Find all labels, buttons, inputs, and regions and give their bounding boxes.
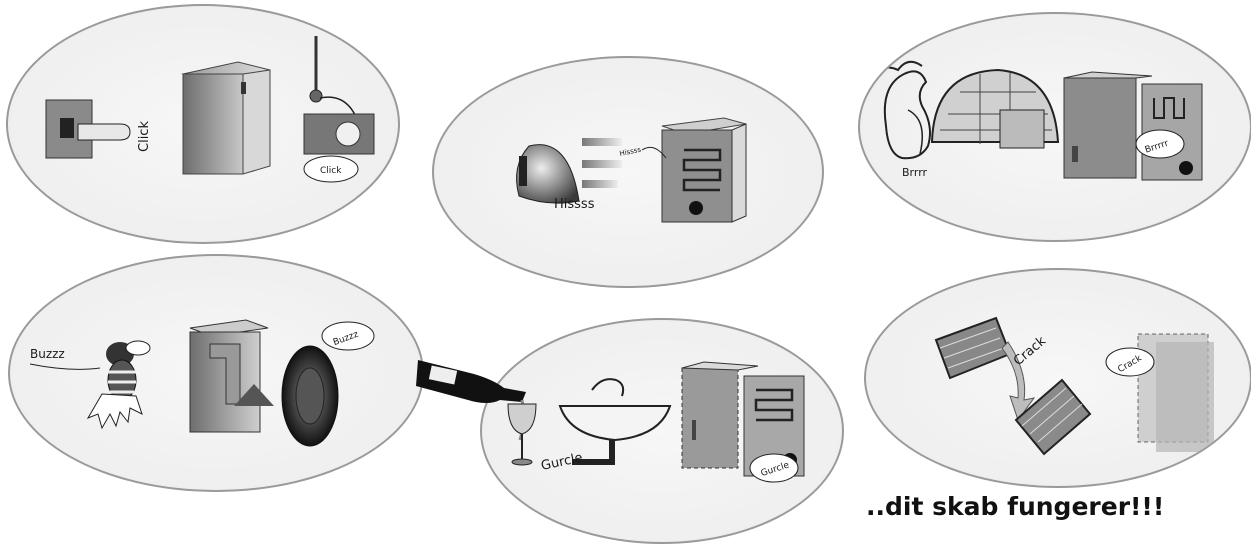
cabinet-icon — [189, 319, 274, 433]
steam-icon — [582, 138, 622, 188]
panel-brrrr: Brrrr Brrrrr — [858, 12, 1251, 242]
wheel-icon — [281, 345, 339, 447]
speech-bubble: Click — [303, 155, 359, 183]
panel-crack: Crack Crack — [864, 268, 1251, 488]
speech-bubble: Crack — [1105, 347, 1155, 377]
switch-icon — [45, 99, 131, 159]
sound-label-2: Hissss — [619, 146, 642, 158]
speech-bubble: Buzzz — [321, 321, 375, 351]
sound-label-1: Crack — [1011, 333, 1049, 369]
cabinet-icon — [181, 61, 271, 175]
panel-hiss: Hissss Hissss — [432, 56, 824, 288]
iron-icon — [516, 144, 580, 204]
heater-cabinet-icon — [661, 117, 747, 223]
panel-click: Click Click — [6, 4, 400, 244]
panel-buzzz: Buzzz Buzzz — [8, 254, 424, 492]
panel-gurcle: Gurcle Gurcle — [480, 318, 844, 544]
panel-brrrr-art: Brrrr Brrrrr — [867, 60, 1203, 181]
sound-label-2: Click — [320, 166, 342, 176]
caption: ..dit skab fungerer!!! — [866, 492, 1165, 521]
speech-bubble: Brrrrr — [1135, 129, 1185, 159]
sound-label-1: Buzzz — [30, 347, 65, 361]
thermostat-icon — [303, 36, 375, 155]
panel-buzzz-art: Buzzz Buzzz — [29, 319, 375, 447]
wood-piece-icon — [934, 316, 1012, 380]
cabinet-icon — [1063, 71, 1153, 179]
wine-glass-icon — [507, 403, 537, 466]
panel-crack-art: Crack Crack — [934, 316, 1214, 456]
sound-label-1: Click — [137, 121, 152, 152]
panel-gurcle-art: Gurcle Gurcle — [540, 361, 805, 483]
sound-label-1: Brrrr — [902, 166, 928, 179]
sound-label-1: Hissss — [554, 197, 595, 212]
bee-icon — [29, 340, 151, 430]
arrow-icon — [1001, 341, 1036, 422]
panel-click-art: Click Click — [45, 36, 375, 183]
igloo-icon — [930, 68, 1060, 149]
panel-hiss-art: Hissss Hissss — [516, 117, 747, 223]
cabinet-icon — [1137, 333, 1214, 452]
sink-icon — [558, 378, 672, 465]
speech-bubble: Gurcle — [749, 453, 799, 483]
wood-piece-icon-2 — [1014, 378, 1092, 456]
shivering-person-icon — [867, 60, 931, 160]
cabinet-icon — [681, 361, 759, 469]
